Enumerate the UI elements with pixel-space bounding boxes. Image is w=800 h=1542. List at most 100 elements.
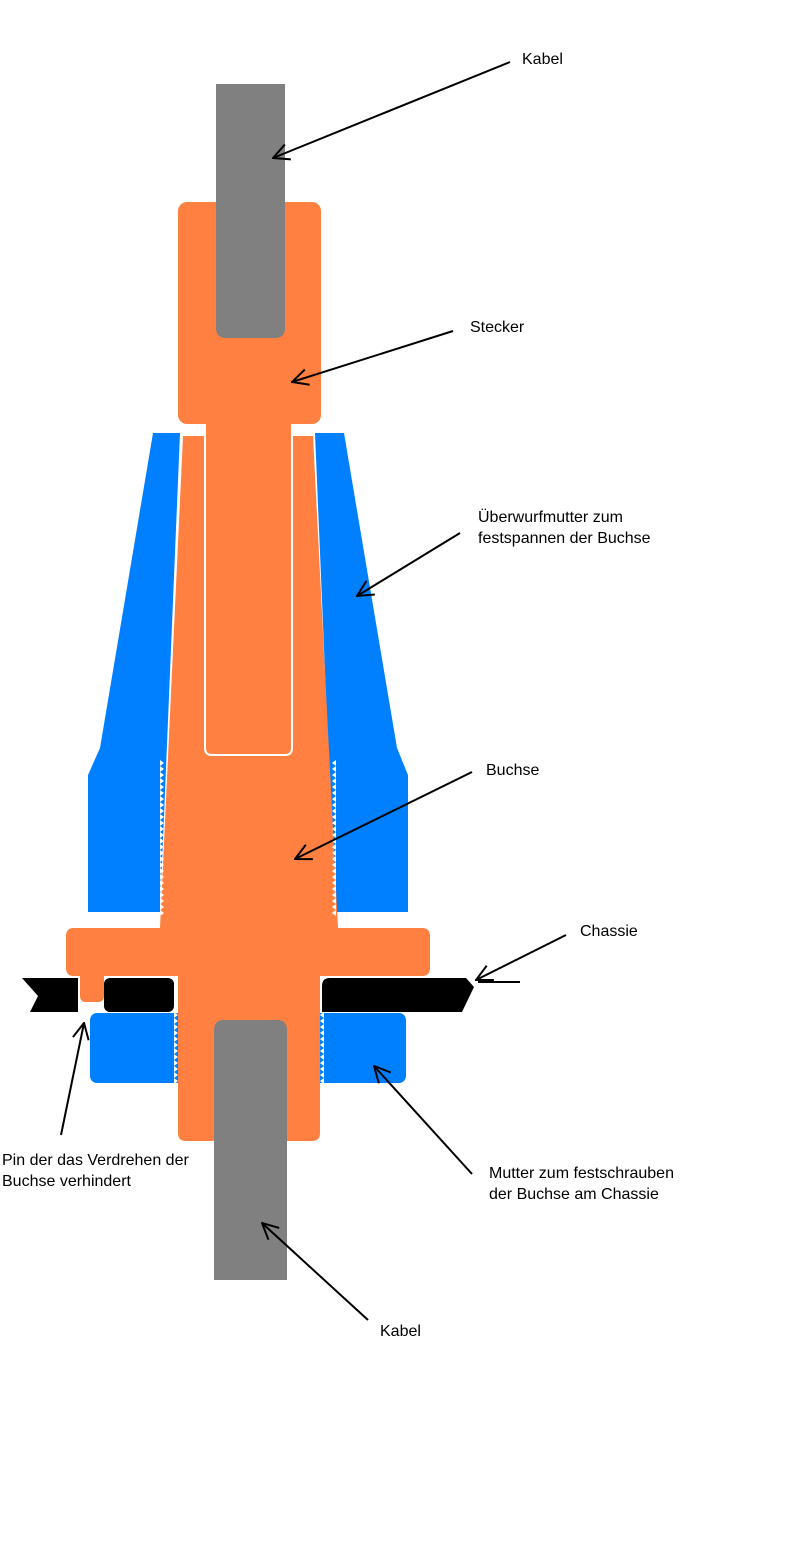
- socket-body: [66, 436, 430, 1141]
- thread-tooth: [174, 1006, 178, 1012]
- label-chassie: Chassie: [580, 923, 638, 940]
- thread-tooth: [174, 1060, 178, 1066]
- chassis-plate-left: [104, 978, 174, 1012]
- thread-tooth: [160, 772, 164, 778]
- thread-tooth: [174, 1054, 178, 1060]
- thread-tooth: [320, 1018, 324, 1024]
- thread-tooth: [174, 1048, 178, 1054]
- arrow-kabel-bottom: [262, 1223, 369, 1321]
- thread-tooth: [320, 1060, 324, 1066]
- chassis-plate-right: [322, 978, 474, 1012]
- thread-tooth: [332, 820, 336, 826]
- thread-tooth: [332, 862, 336, 868]
- thread-tooth: [332, 868, 336, 874]
- arrow-ueberwurfmutter: [357, 532, 461, 596]
- thread-tooth: [160, 790, 164, 796]
- thread-tooth: [320, 1036, 324, 1042]
- thread-tooth: [160, 808, 164, 814]
- thread-tooth: [174, 1072, 178, 1078]
- thread-tooth: [160, 826, 164, 832]
- thread-tooth: [174, 1042, 178, 1048]
- label-pin-2: Buchse verhindert: [2, 1173, 131, 1190]
- thread-tooth: [332, 802, 336, 808]
- thread-tooth: [332, 772, 336, 778]
- thread-tooth: [332, 784, 336, 790]
- label-ueberwurfmutter-2: festspannen der Buchse: [478, 530, 651, 547]
- thread-tooth: [332, 874, 336, 880]
- thread-tooth: [160, 886, 164, 892]
- thread-tooth: [174, 1066, 178, 1072]
- thread-tooth: [160, 832, 164, 838]
- label-mutter-2: der Buchse am Chassie: [489, 1186, 659, 1203]
- thread-tooth: [174, 1078, 178, 1084]
- arrow-buchse: [295, 771, 473, 859]
- thread-tooth: [174, 1030, 178, 1036]
- thread-tooth: [332, 850, 336, 856]
- thread-tooth: [320, 1072, 324, 1078]
- plug-shaft-outline: [204, 430, 293, 756]
- label-stecker: Stecker: [470, 319, 525, 336]
- label-mutter-1: Mutter zum festschrauben: [489, 1165, 674, 1182]
- plug-shaft: [206, 410, 291, 754]
- thread-tooth: [160, 850, 164, 856]
- arrow-stecker: [292, 330, 454, 382]
- thread-tooth: [332, 886, 336, 892]
- thread-tooth: [160, 892, 164, 898]
- thread-tooth: [332, 892, 336, 898]
- arrow-pin: [60, 1023, 84, 1136]
- thread-tooth: [160, 862, 164, 868]
- thread-tooth: [160, 838, 164, 844]
- thread-tooth: [320, 1024, 324, 1030]
- thread-tooth: [160, 910, 164, 916]
- union-nut-left: [88, 433, 180, 912]
- thread-tooth: [332, 910, 336, 916]
- thread-tooth: [160, 874, 164, 880]
- thread-tooth: [332, 826, 336, 832]
- thread-tooth: [160, 778, 164, 784]
- thread-tooth: [160, 796, 164, 802]
- thread-tooth: [320, 1042, 324, 1048]
- thread-tooth: [332, 814, 336, 820]
- thread-tooth: [160, 784, 164, 790]
- thread-tooth: [332, 832, 336, 838]
- thread-tooth: [320, 1066, 324, 1072]
- thread-tooth: [160, 904, 164, 910]
- arrow-mutter: [374, 1066, 473, 1175]
- cable-top: [216, 84, 285, 338]
- thread-tooth: [332, 880, 336, 886]
- thread-tooth: [174, 1018, 178, 1024]
- thread-tooth: [160, 868, 164, 874]
- thread-tooth: [160, 880, 164, 886]
- thread-teeth: [160, 760, 336, 1084]
- thread-tooth: [160, 844, 164, 850]
- thread-tooth: [174, 988, 178, 994]
- thread-tooth: [174, 1000, 178, 1006]
- arrow-kabel-top: [273, 61, 511, 158]
- thread-tooth: [160, 814, 164, 820]
- label-pin-1: Pin der das Verdrehen der: [2, 1152, 189, 1169]
- thread-tooth: [160, 898, 164, 904]
- thread-tooth: [332, 898, 336, 904]
- thread-tooth: [320, 1048, 324, 1054]
- chassis-plate-left-end: [22, 978, 78, 1012]
- label-buchse: Buchse: [486, 762, 540, 779]
- thread-tooth: [160, 856, 164, 862]
- label-kabel-top: Kabel: [522, 51, 563, 68]
- thread-tooth: [174, 982, 178, 988]
- thread-tooth: [174, 1024, 178, 1030]
- label-ueberwurfmutter-1: Überwurfmutter zum: [478, 509, 623, 526]
- thread-tooth: [160, 802, 164, 808]
- thread-tooth: [320, 1012, 324, 1018]
- thread-tooth: [174, 1012, 178, 1018]
- thread-tooth: [160, 820, 164, 826]
- arrow-chassie: [476, 934, 567, 980]
- thread-tooth: [320, 1030, 324, 1036]
- thread-tooth: [332, 808, 336, 814]
- thread-tooth: [332, 766, 336, 772]
- thread-tooth: [160, 760, 164, 766]
- thread-tooth: [332, 790, 336, 796]
- union-nut-right: [315, 433, 408, 912]
- thread-tooth: [332, 904, 336, 910]
- thread-tooth: [174, 1036, 178, 1042]
